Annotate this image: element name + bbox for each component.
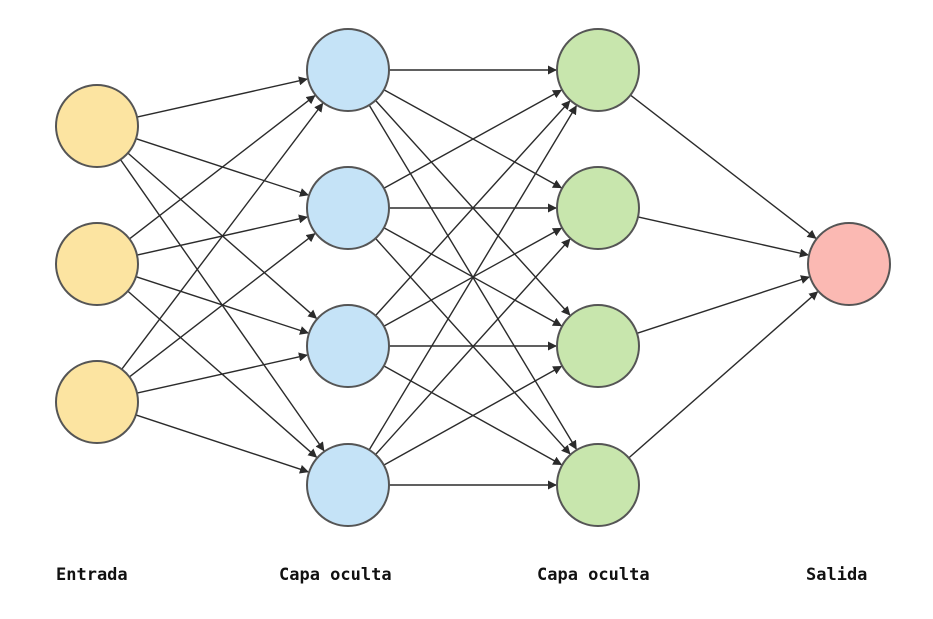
hidden1-node-1 [306, 28, 390, 112]
hidden2-node-4 [556, 443, 640, 527]
edge-hidden1-3-to-hidden2-1 [374, 100, 571, 317]
hidden1-node-2 [306, 166, 390, 250]
edge-input-3-to-hidden1-1 [121, 102, 324, 370]
edge-input-3-to-hidden1-3 [136, 352, 308, 394]
output-layer-label: Salida [806, 565, 868, 585]
output-node-1 [807, 222, 891, 306]
input-node-1 [55, 84, 139, 168]
edge-input-3-to-hidden1-4 [135, 414, 309, 474]
edge-hidden1-4-to-hidden2-2 [374, 238, 571, 456]
edge-hidden1-2-to-hidden2-1 [383, 89, 562, 189]
edge-hidden2-1-to-output-1 [629, 94, 817, 239]
hidden-layer-1-label: Capa oculta [279, 565, 392, 585]
hidden1-node-3 [306, 304, 390, 388]
hidden2-node-2 [556, 166, 640, 250]
edge-input-3-to-hidden1-2 [128, 233, 316, 378]
edge-input-1-to-hidden1-1 [136, 76, 308, 118]
neurons [55, 28, 891, 527]
edge-hidden2-3-to-output-1 [636, 275, 810, 334]
connections [119, 65, 819, 490]
hidden2-node-3 [556, 304, 640, 388]
edge-hidden2-4-to-output-1 [628, 291, 819, 459]
edge-input-2-to-hidden1-1 [128, 95, 316, 240]
hidden1-node-4 [306, 443, 390, 527]
input-node-2 [55, 222, 139, 306]
input-layer-label: Entrada [56, 565, 128, 585]
edge-hidden1-4-to-hidden2-3 [383, 365, 563, 466]
input-node-3 [55, 360, 139, 444]
edge-hidden1-4-to-hidden2-1 [368, 105, 577, 451]
hidden2-node-1 [556, 28, 640, 112]
hidden-layer-2-label: Capa oculta [537, 565, 650, 585]
edge-hidden2-2-to-output-1 [637, 216, 809, 258]
